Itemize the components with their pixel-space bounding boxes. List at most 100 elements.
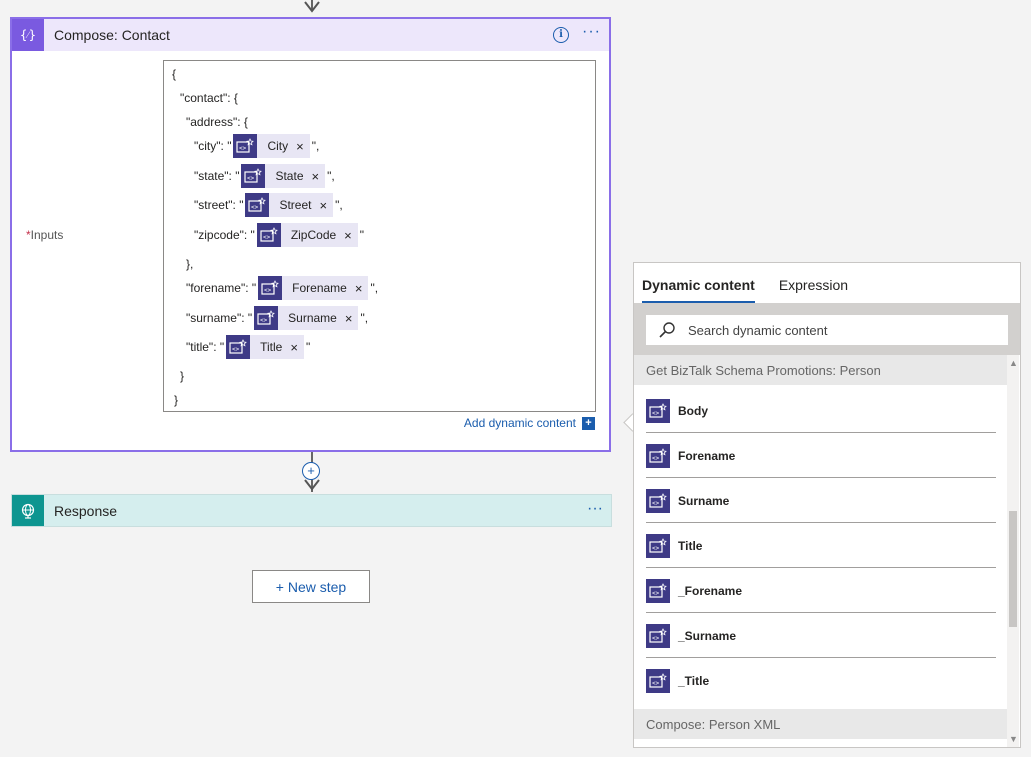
add-dynamic-content-link[interactable]: Add dynamic content +	[464, 416, 595, 430]
dynamic-item-_title[interactable]: <> _Title	[634, 658, 1008, 703]
dynamic-item-body[interactable]: <> Body	[634, 388, 1008, 433]
search-dynamic-content-input[interactable]	[686, 321, 990, 339]
dynamic-content-panel: Dynamic content Expression Get BizTalk S…	[633, 262, 1021, 748]
connector-line-top	[311, 0, 313, 10]
dynamic-token-icon: <>	[245, 193, 270, 217]
more-options-icon[interactable]: ···	[582, 23, 601, 40]
search-box[interactable]	[646, 315, 1008, 345]
add-dynamic-content-icon[interactable]: +	[582, 416, 595, 430]
code-text: "title": "	[186, 340, 225, 354]
globe-response-icon	[12, 495, 44, 526]
dynamic-content-list: <> Body <> Forename <> Surname <> Title …	[634, 388, 1008, 703]
compose-title: Compose: Contact	[54, 27, 170, 43]
dynamic-token-icon: <>	[646, 533, 670, 558]
code-text: "forename": "	[186, 281, 257, 295]
section-header-biztalk: Get BizTalk Schema Promotions: Person	[634, 355, 1008, 385]
dynamic-item-_forename[interactable]: <> _Forename	[634, 568, 1008, 613]
token-city[interactable]: <> City ×	[233, 134, 310, 158]
dynamic-item-label: Title	[678, 538, 703, 553]
remove-token-icon[interactable]: ×	[296, 138, 304, 154]
section-header-compose-person-xml: Compose: Person XML	[634, 709, 1008, 739]
compose-action-card[interactable]: {⁄} Compose: Contact i ··· *Inputs { "co…	[10, 17, 611, 452]
remove-token-icon[interactable]: ×	[311, 168, 320, 184]
remove-token-icon[interactable]: ×	[319, 197, 328, 213]
compose-header[interactable]: {⁄} Compose: Contact i ···	[12, 19, 609, 51]
dynamic-item-label: Forename	[678, 448, 736, 463]
code-line: }	[174, 393, 179, 407]
svg-text:<>: <>	[247, 175, 255, 182]
response-title: Response	[54, 502, 118, 519]
dynamic-token-icon: <>	[646, 623, 670, 648]
token-label: Surname	[288, 311, 337, 325]
more-options-icon[interactable]: ···	[587, 500, 603, 517]
dynamic-item-title[interactable]: <> Title	[634, 523, 1008, 568]
arrow-down-icon	[304, 1, 320, 13]
dynamic-item-label: Surname	[678, 493, 730, 508]
remove-token-icon[interactable]: ×	[290, 339, 298, 355]
code-line: },	[186, 257, 194, 271]
tab-expression[interactable]: Expression	[778, 277, 849, 293]
svg-text:<>: <>	[263, 234, 271, 241]
token-surname[interactable]: <> Surname ×	[254, 306, 359, 330]
token-zipcode[interactable]: <> ZipCode ×	[256, 223, 358, 247]
code-text: "city": "	[194, 139, 232, 153]
code-text: "zipcode": "	[194, 228, 255, 242]
dynamic-token-icon: <>	[646, 398, 670, 423]
svg-text:<>: <>	[239, 145, 247, 152]
arrow-down-icon	[304, 479, 320, 491]
panel-scrollbar[interactable]: ▲ ▼	[1007, 355, 1019, 747]
dynamic-token-icon: <>	[226, 335, 251, 359]
code-text: "street": "	[194, 198, 244, 212]
scroll-down-icon[interactable]: ▼	[1009, 734, 1018, 744]
dynamic-item-label: _Forename	[678, 583, 743, 598]
code-text: ",	[335, 198, 343, 212]
dynamic-token-icon: <>	[233, 134, 258, 158]
tab-dynamic-content[interactable]: Dynamic content	[642, 277, 755, 303]
token-state[interactable]: <> State ×	[241, 164, 326, 188]
dynamic-item-forename[interactable]: <> Forename	[634, 433, 1008, 478]
code-text: ",	[311, 139, 320, 153]
code-line-zipcode: "zipcode": " <> ZipCode × "	[194, 223, 365, 247]
svg-text:<>: <>	[264, 287, 272, 294]
svg-text:<>: <>	[652, 500, 660, 507]
scroll-thumb[interactable]	[1009, 511, 1017, 627]
info-icon[interactable]: i	[553, 27, 569, 43]
dynamic-item-surname[interactable]: <> Surname	[634, 478, 1008, 523]
remove-token-icon[interactable]: ×	[354, 280, 363, 296]
dynamic-token-icon: <>	[646, 578, 670, 603]
dynamic-token-icon: <>	[646, 668, 670, 693]
dynamic-token-icon: <>	[254, 306, 279, 330]
inputs-label: *Inputs	[26, 228, 63, 242]
token-forename[interactable]: <> Forename ×	[258, 276, 369, 300]
token-label: ZipCode	[290, 228, 337, 242]
scroll-up-icon[interactable]: ▲	[1009, 358, 1018, 368]
required-mark: *	[26, 228, 31, 242]
svg-text:<>: <>	[251, 204, 259, 211]
remove-token-icon[interactable]: ×	[344, 227, 352, 243]
response-action-card[interactable]: Response ···	[11, 494, 612, 527]
code-line-state: "state": " <> State × ",	[194, 164, 335, 188]
token-title[interactable]: <> Title ×	[226, 335, 304, 359]
search-icon	[659, 322, 675, 338]
dynamic-item-_surname[interactable]: <> _Surname	[634, 613, 1008, 658]
svg-text:<>: <>	[652, 680, 660, 687]
code-text: "surname": "	[186, 311, 253, 325]
dynamic-token-icon: <>	[646, 443, 670, 468]
inputs-editor[interactable]: { "contact": { "address": { "city": " <>…	[163, 60, 596, 412]
code-text: "	[359, 228, 365, 242]
new-step-button[interactable]: + New step	[252, 570, 370, 603]
token-label: State	[275, 169, 304, 183]
svg-text:<>: <>	[232, 346, 240, 353]
token-label: Street	[279, 198, 312, 212]
token-street[interactable]: <> Street ×	[245, 193, 334, 217]
add-dynamic-content-label[interactable]: Add dynamic content	[463, 416, 576, 430]
code-line-surname: "surname": " <> Surname × ",	[186, 306, 368, 330]
remove-token-icon[interactable]: ×	[344, 310, 353, 326]
inputs-label-text: Inputs	[30, 228, 64, 242]
dynamic-item-label: _Title	[678, 673, 710, 688]
token-label: Forename	[292, 281, 347, 295]
dynamic-item-label: _Surname	[678, 628, 737, 643]
code-line: {	[172, 67, 177, 81]
code-line: "address": {	[186, 115, 248, 129]
insert-step-plus-icon[interactable]: +	[302, 462, 320, 480]
